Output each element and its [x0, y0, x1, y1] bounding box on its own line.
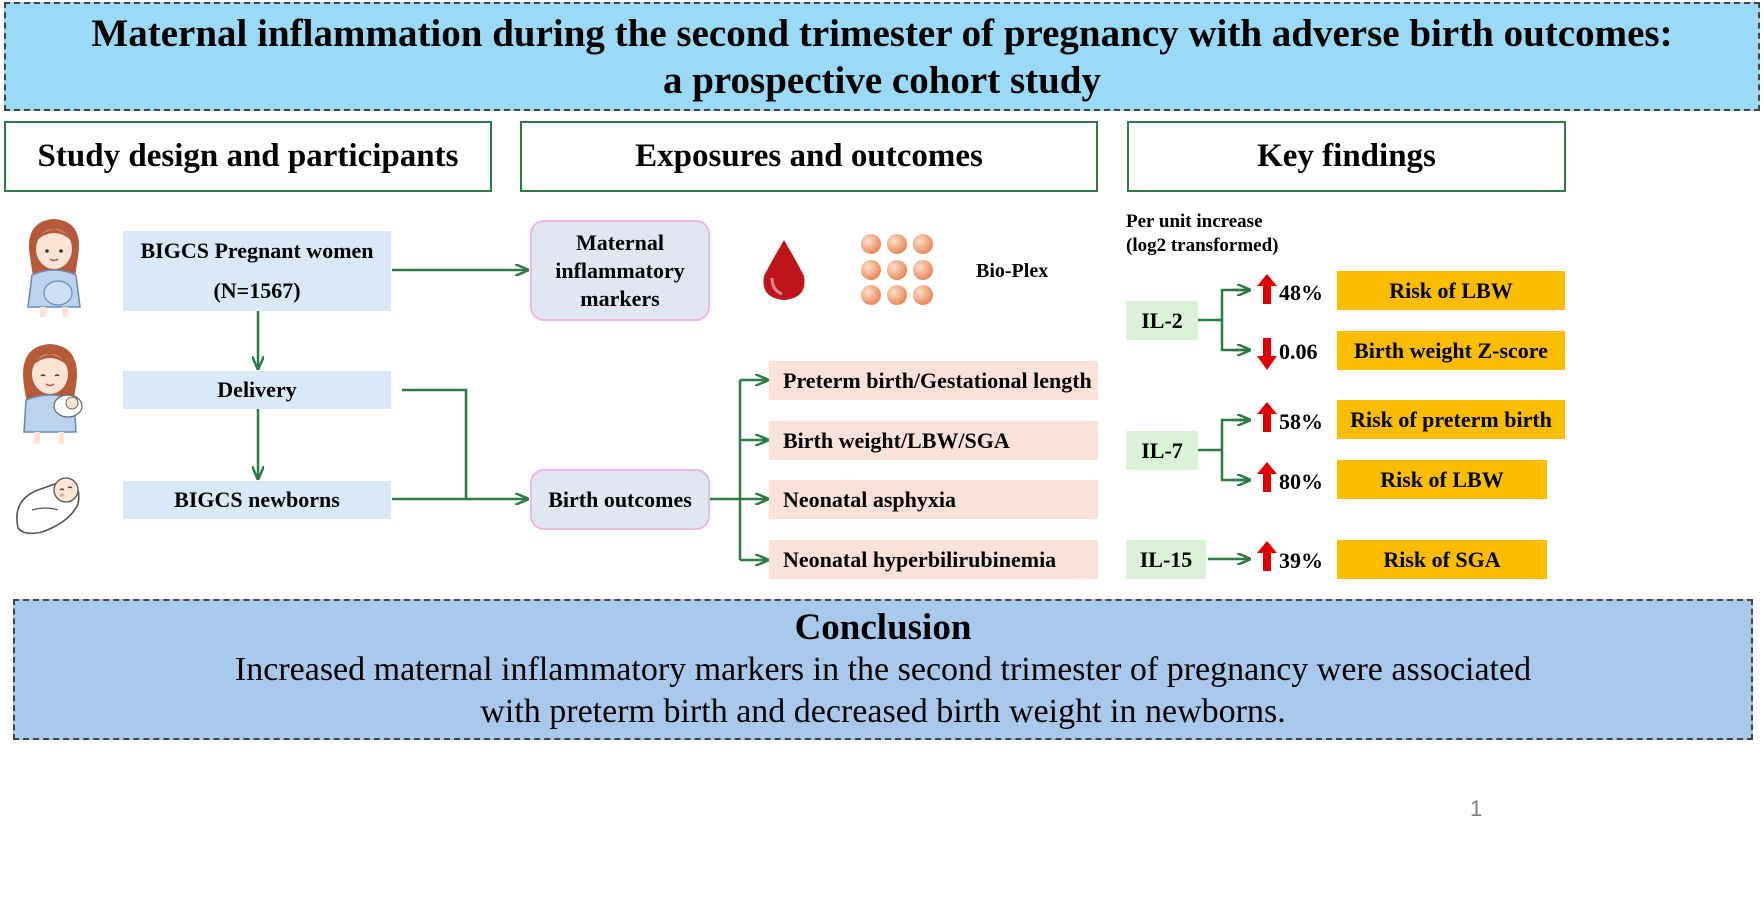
red-up-arrow-icon [1257, 462, 1277, 492]
markers-line-3: markers [580, 285, 660, 311]
delivery-box: Delivery [123, 371, 391, 409]
markers-line-1: Maternal [576, 229, 664, 255]
swaddled-newborn-icon [16, 477, 80, 535]
header-exposures-outcomes: Exposures and outcomes [520, 121, 1098, 192]
note-line-2: (log2 transformed) [1126, 235, 1279, 256]
page-number: 1 [1470, 796, 1483, 821]
il-2-lbw-value: 48% [1279, 280, 1323, 305]
women-count: (N=1567) [213, 278, 301, 303]
pregnant-woman-icon [27, 219, 81, 317]
il-2-box: IL-2 [1126, 301, 1198, 340]
beads-icon [861, 234, 933, 305]
risk-of-preterm-birth-box: Risk of preterm birth [1337, 400, 1565, 439]
red-up-arrow-icon [1257, 402, 1277, 432]
per-unit-increase-note: Per unit increase (log2 transformed) [1126, 210, 1279, 258]
header-study-design: Study design and participants [4, 121, 492, 192]
bigcs-pregnant-women-box: BIGCS Pregnant women (N=1567) [123, 231, 391, 311]
bigcs-newborns-box: BIGCS newborns [123, 481, 391, 519]
il-7-box: IL-7 [1126, 431, 1198, 470]
title-banner: Maternal inflammation during the second … [4, 2, 1760, 111]
outcome-neonatal-asphyxia: Neonatal asphyxia [769, 480, 1098, 519]
maternal-inflammatory-markers-box: Maternal inflammatory markers [530, 220, 710, 321]
red-down-arrow-icon [1257, 338, 1277, 370]
risk-of-lbw-box: Risk of LBW [1337, 271, 1565, 310]
conclusion-banner: Conclusion Increased maternal inflammato… [13, 599, 1753, 740]
il-15-box: IL-15 [1126, 540, 1206, 579]
birth-weight-zscore-box: Birth weight Z-score [1337, 331, 1565, 370]
women-label: BIGCS Pregnant women [140, 238, 374, 263]
conclusion-line-2: with preterm birth and decreased birth w… [480, 692, 1286, 730]
title-line-1: Maternal inflammation during the second … [91, 11, 1673, 55]
outcome-neonatal-hyperbilirubinemia: Neonatal hyperbilirubinemia [769, 540, 1098, 579]
bio-plex-label: Bio-Plex [976, 260, 1049, 282]
markers-line-2: inflammatory [555, 257, 685, 283]
red-up-arrow-icon [1257, 274, 1277, 304]
risk-of-sga-box: Risk of SGA [1337, 540, 1547, 579]
il-2-zscore-value: 0.06 [1279, 339, 1318, 364]
conclusion-line-1: Increased maternal inflammatory markers … [234, 650, 1532, 688]
blood-drop-icon [763, 240, 805, 300]
title-line-2: a prospective cohort study [662, 58, 1101, 102]
conclusion-heading: Conclusion [794, 606, 972, 648]
birth-outcomes-box: Birth outcomes [530, 469, 710, 530]
outcome-birth-weight: Birth weight/LBW/SGA [769, 421, 1098, 460]
note-line-1: Per unit increase [1126, 211, 1263, 232]
il-7-preterm-value: 58% [1279, 409, 1323, 434]
il-15-sga-value: 39% [1279, 548, 1323, 573]
risk-of-lbw-box-2: Risk of LBW [1337, 460, 1547, 499]
il-7-lbw-value: 80% [1279, 469, 1323, 494]
mother-baby-icon [23, 344, 83, 444]
outcome-preterm-birth: Preterm birth/Gestational length [769, 361, 1098, 400]
header-key-findings: Key findings [1127, 121, 1566, 192]
red-up-arrow-icon [1257, 541, 1277, 571]
